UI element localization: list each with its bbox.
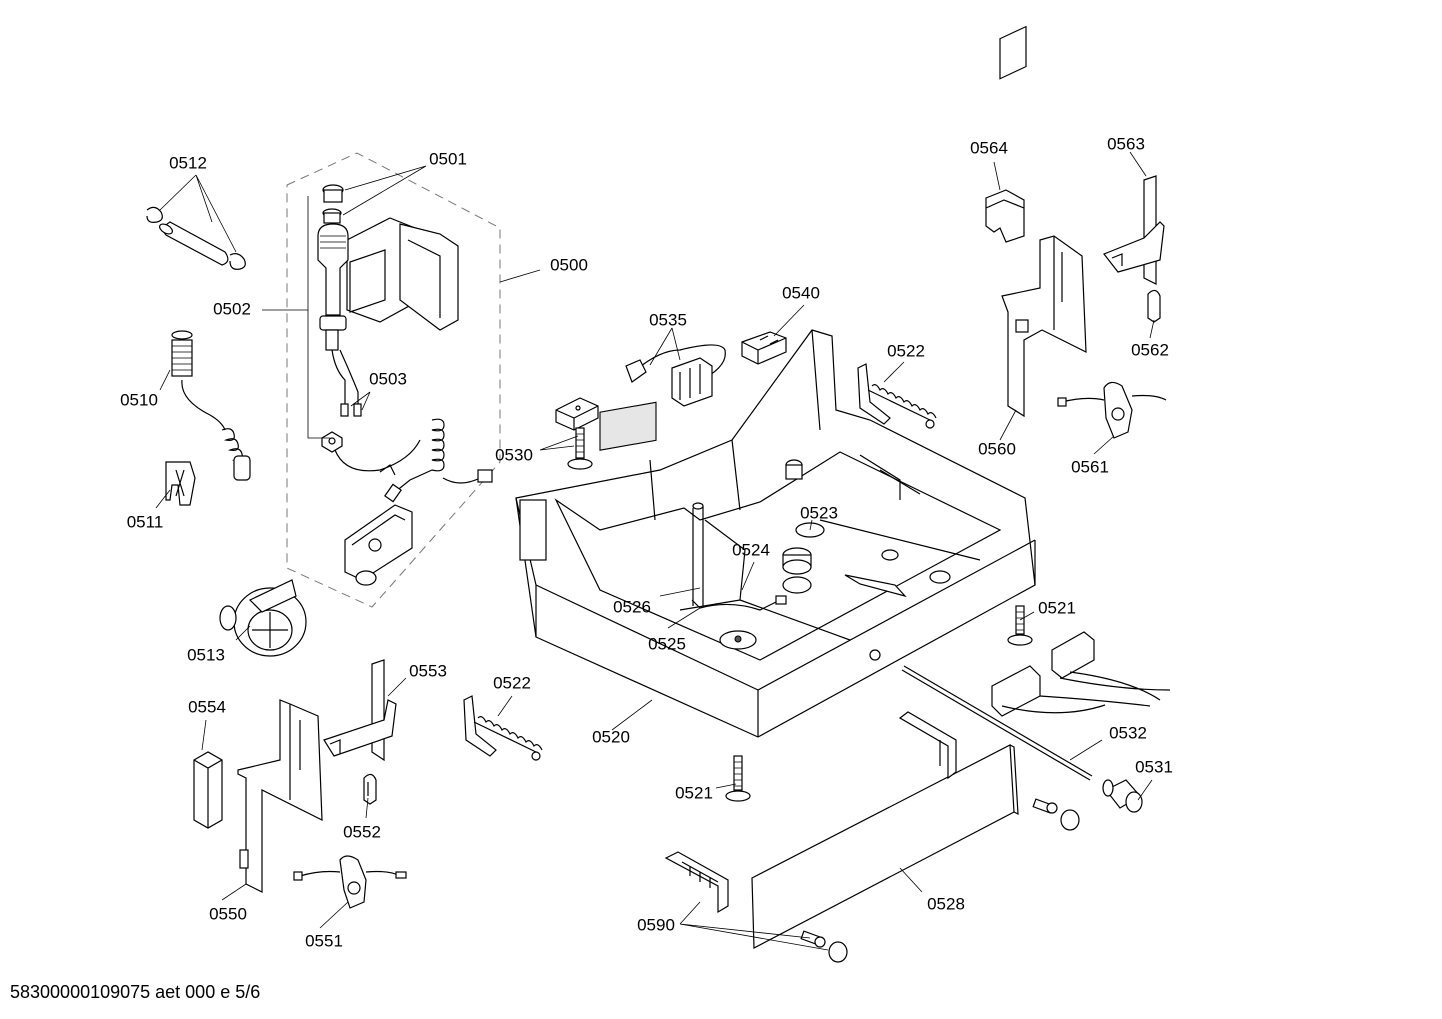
part-0553-bracket [323,659,397,762]
part-0502-valve [317,217,459,351]
callout-0500: 0500 [550,255,588,275]
part-0510-hose [171,330,251,481]
part-0513-pump [219,579,307,657]
part-0554-clip [193,751,223,829]
part-0590-bracket-lower [664,851,729,914]
callout-0522-lower: 0522 [493,673,531,693]
part-0562-clip [1147,289,1161,323]
part-0552-clip [363,773,377,805]
callout-0540: 0540 [782,283,820,303]
callout-0553: 0553 [409,661,447,681]
part-0521-foot-right [1007,605,1033,646]
part-0522-spring-upper [857,363,937,429]
callout-0526: 0526 [613,597,651,617]
part-0590-screw-nut-lower [800,930,848,963]
coiled-hose [334,418,493,503]
callout-0501: 0501 [429,149,467,169]
part-0512-tube [146,206,246,270]
callout-0503: 0503 [369,369,407,389]
callout-0532: 0532 [1109,723,1147,743]
callout-0560: 0560 [978,439,1016,459]
callout-0510: 0510 [120,390,158,410]
part-0535-harness [625,344,726,407]
part-0503-wires [321,349,362,453]
callout-0535: 0535 [649,310,687,330]
callout-0552: 0552 [343,822,381,842]
callout-0520: 0520 [592,727,630,747]
callout-0561: 0561 [1071,457,1109,477]
callout-0522-upper: 0522 [887,341,925,361]
callout-0513: 0513 [187,645,225,665]
part-0563-bracket [1103,175,1165,285]
part-0511-clip [165,461,196,506]
part-0525-wire-float [691,595,787,650]
callout-0511: 0511 [126,512,164,532]
callout-0512: 0512 [169,153,207,173]
panel-bracket-upper [898,711,957,780]
part-0501-caps [322,184,344,224]
callout-0590: 0590 [637,915,675,935]
callout-0502: 0502 [213,299,251,319]
callout-0528: 0528 [927,894,965,914]
assembly-lower-bracket [344,504,413,586]
callout-0525: 0525 [648,634,686,654]
callout-0554: 0554 [188,697,226,717]
document-id-footer: 58300000109075 aet 000 e 5/6 [10,982,261,1002]
part-0522-spring-lower [463,695,543,761]
callout-0523: 0523 [800,503,838,523]
part-0531-knob [1102,779,1143,813]
callout-0521-right: 0521 [1038,598,1076,618]
part-0523-seal [782,522,825,575]
part-0561-switch [1057,381,1167,439]
callout-0563: 0563 [1107,134,1145,154]
part-0564-clip [985,189,1025,243]
screw-nut-right [1032,798,1080,831]
callout-0521-lower: 0521 [675,783,713,803]
part-0560-bracket [1001,235,1087,418]
callout-0530: 0530 [495,445,533,465]
part-0551-switch [293,855,407,909]
callout-0564: 0564 [970,138,1008,158]
part-0521-foot-lower [725,755,751,802]
callout-0531: 0531 [1135,757,1173,777]
part-0532-rod-harness [901,631,1171,781]
callout-0562: 0562 [1131,340,1169,360]
callout-0550: 0550 [209,904,247,924]
assembly-0500-outline [286,152,501,608]
part-0540-connector [741,331,787,365]
callout-0524: 0524 [732,540,770,560]
leader-lines [155,151,1155,951]
part-0530-block-screw [555,397,599,470]
part-0550-bracket [237,699,323,893]
part-0528-panel [751,744,1019,949]
callout-0551: 0551 [305,931,343,951]
part-0520-base [515,25,1036,738]
